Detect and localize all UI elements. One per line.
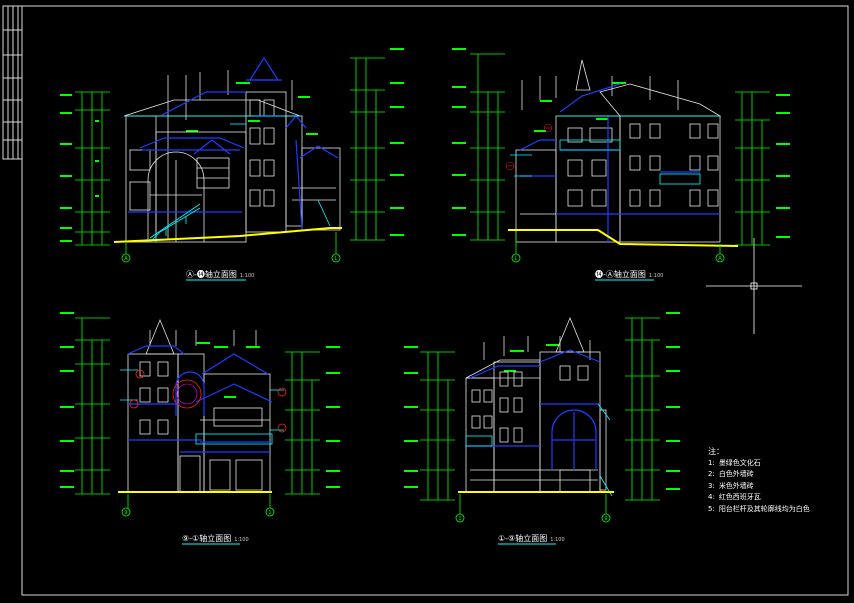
crosshair-cursor: [706, 238, 802, 334]
elevation-view-d: 1 9: [404, 312, 680, 523]
notes-item-text: 墨绿色文化石: [718, 458, 761, 467]
notes-item: 3:米色外墙砖: [708, 481, 810, 493]
notes-item-text: 阳台栏杆及其轮廓线均为白色: [718, 504, 810, 513]
elevation-view-c: 9 1: [60, 312, 340, 517]
ground-line: [508, 229, 739, 247]
axis-tag-a-left: A: [124, 256, 128, 262]
drawing-frame: [21, 5, 849, 596]
ground-line: [113, 227, 342, 243]
view-caption-c-scale: 1:100: [234, 537, 249, 543]
view-caption-a-label: Ⓐ-⓮轴立面图: [186, 270, 237, 279]
notes-item-number: 3:: [708, 481, 715, 490]
notes-item-text: 红色西班牙瓦: [718, 493, 761, 501]
notes-item-text: 米色外墙砖: [718, 481, 754, 490]
axis-tag-d-left: 1: [458, 516, 461, 522]
axis-tag-b-left: L: [515, 256, 518, 262]
notes-item-text: 白色外墙砖: [718, 470, 754, 478]
notes-item-number: 5:: [708, 504, 715, 513]
notes-item-number: 4:: [708, 493, 715, 501]
view-caption-d-label: ①-⑨轴立面图: [498, 534, 548, 543]
axis-tag-c-left: 9: [124, 510, 127, 516]
view-caption-b-label: ⓮-Ⓐ轴立面图: [595, 270, 646, 279]
material-notes: 注： 1:墨绿色文化石 2:白色外墙砖 3:米色外墙砖 4:红色西班牙瓦 5:阳…: [708, 446, 810, 515]
caption-underlines: [182, 279, 654, 545]
notes-item: 1:墨绿色文化石: [708, 458, 810, 470]
elevation-view-b: L A: [452, 48, 790, 263]
notes-item: 2:白色外墙砖: [708, 469, 810, 481]
elevation-view-a: A L: [60, 48, 404, 263]
notes-item-number: 1:: [708, 458, 715, 467]
axis-tag-b-right: A: [718, 256, 722, 262]
title-bar: [2, 5, 23, 160]
view-caption-c-label: ⑨-①轴立面图: [182, 534, 232, 543]
view-caption-b-scale: 1:100: [648, 273, 664, 279]
notes-title: 注：: [708, 447, 724, 456]
notes-item: 5:阳台栏杆及其轮廓线均为白色: [708, 504, 810, 516]
axis-tag-c-right: 1: [268, 510, 271, 516]
axis-tag-d-right: 9: [604, 516, 607, 522]
view-caption-a-scale: 1:100: [239, 273, 255, 279]
notes-item-number: 2:: [708, 470, 715, 478]
notes-item: 4:红色西班牙瓦: [708, 492, 810, 504]
view-caption-d-scale: 1:100: [550, 537, 565, 543]
axis-tag-a-right: L: [335, 256, 338, 262]
